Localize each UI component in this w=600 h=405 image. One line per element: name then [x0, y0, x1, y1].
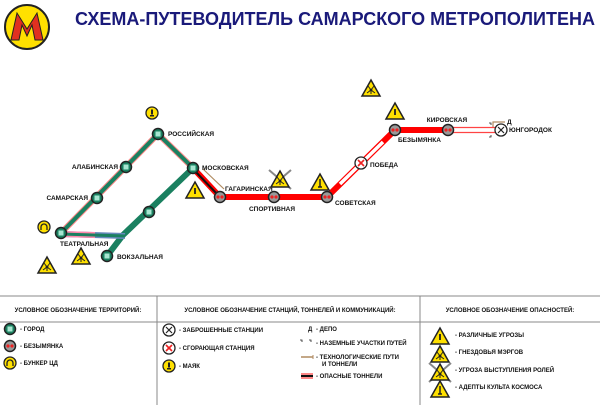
label-teatralnaya: ТЕАТРАЛЬНАЯ: [60, 241, 109, 248]
legend-depot-symbol: Д: [308, 327, 313, 333]
label-sportivnaya: СПОРТИВНАЯ: [249, 206, 295, 213]
depot-path: [492, 121, 505, 127]
station-vokzalnaya[interactable]: [100, 249, 114, 263]
legend-abandoned: - ЗАБРОШЕННЫЕ СТАНЦИИ: [179, 328, 263, 334]
depot-label: Д: [507, 119, 512, 126]
cosmos-cult-icon: [310, 173, 330, 191]
legend-territories-header: УСЛОВНОЕ ОБОЗНАЧЕНИЕ ТЕРРИТОРИЙ:: [15, 306, 142, 314]
legend-dangerous: - ОПАСНЫЕ ТОННЕЛИ: [316, 374, 382, 380]
station-bezymyanka[interactable]: [388, 123, 402, 137]
station-kirovskaya[interactable]: [441, 123, 455, 137]
legend-hazards-header: УСЛОВНОЕ ОБОЗНАЧЕНИЕ ОПАСНОСТЕЙ:: [446, 306, 575, 314]
merg-nest-icon: [71, 247, 91, 265]
legend-merg: - ГНЕЗДОВЬЯ МЭРГОВ: [455, 350, 524, 356]
station-gagarinskaya[interactable]: [213, 190, 227, 204]
warning-icon: [185, 181, 205, 199]
roles-threat-icon: [269, 170, 291, 189]
merg-nest-icon: [37, 256, 57, 274]
legend-tech-2: И ТОННЕЛИ: [322, 362, 357, 368]
legend: УСЛОВНОЕ ОБОЗНАЧЕНИЕ ТЕРРИТОРИЙ: - ГОРОД…: [0, 295, 600, 405]
bunker-icon: [37, 220, 51, 234]
label-moskovskaya: МОСКОВСКАЯ: [202, 165, 249, 172]
legend-various: - РАЗЛИЧНЫЕ УГРОЗЫ: [455, 333, 524, 339]
station-unnamed[interactable]: [142, 205, 156, 219]
station-yungorodok[interactable]: [494, 123, 508, 137]
legend-bunker: - БУНКЕР ЦД: [20, 361, 59, 367]
legend-bezymyanka: - БЕЗЫМЯНКА: [20, 344, 64, 350]
label-pobeda: ПОБЕДА: [370, 162, 398, 169]
station-sovetskaya[interactable]: [320, 190, 334, 204]
station-rossiyskaya[interactable]: [151, 127, 165, 141]
label-alabinskaya: АЛАБИНСКАЯ: [72, 164, 118, 171]
legend-stations-header: УСЛОВНОЕ ОБОЗНАЧЕНИЕ СТАНЦИЙ, ТОННЕЛЕЙ И…: [184, 306, 395, 314]
station-samarskaya[interactable]: [90, 191, 104, 205]
label-yungorodok: ЮНГОРОДОК: [509, 127, 552, 134]
legend-city: - ГОРОД: [20, 327, 45, 333]
legend-burning: - СГОРАЮЩАЯ СТАНЦИЯ: [179, 346, 255, 352]
legend-depot: - ДЕПО: [316, 327, 337, 333]
legend-ground: - НАЗЕМНЫЕ УЧАСТКИ ПУТЕЙ: [316, 339, 407, 347]
station-sportivnaya[interactable]: [267, 190, 281, 204]
station-pobeda[interactable]: [354, 156, 368, 170]
label-gagarinskaya: ГАГАРИНСКАЯ: [225, 186, 273, 193]
label-rossiyskaya: РОССИЙСКАЯ: [168, 129, 214, 138]
warning-icon: [385, 102, 405, 120]
label-bezymyanka: БЕЗЫМЯНКА: [398, 137, 441, 144]
merg-nest-icon: [361, 79, 381, 97]
label-sovetskaya: СОВЕТСКАЯ: [335, 200, 376, 207]
dangerous-tunnel: [194, 170, 219, 196]
beacon-icon: [145, 106, 159, 120]
station-moskovskaya[interactable]: [186, 161, 200, 175]
label-vokzalnaya: ВОКЗАЛЬНАЯ: [117, 254, 163, 261]
legend-cult: - АДЕПТЫ КУЛЬТА КОСМОСА: [455, 385, 543, 391]
legend-beacon: - МАЯК: [179, 364, 200, 370]
metro-logo: [4, 4, 50, 50]
legend-roles: - УГРОЗА ВЫСТУПЛЕНИЯ РОЛЕЙ: [455, 366, 554, 374]
station-teatralnaya[interactable]: [54, 226, 68, 240]
label-kirovskaya: КИРОВСКАЯ: [427, 117, 468, 124]
label-samarskaya: САМАРСКАЯ: [46, 195, 88, 202]
page-title: СХЕМА-ПУТЕВОДИТЕЛЬ САМАРСКОГО МЕТРОПОЛИТ…: [75, 9, 595, 29]
legend-tech: - ТЕХНОЛОГИЧЕСКИЕ ПУТИ: [316, 355, 399, 361]
station-alabinskaya[interactable]: [119, 160, 133, 174]
bezymyanka-line: [190, 121, 505, 200]
